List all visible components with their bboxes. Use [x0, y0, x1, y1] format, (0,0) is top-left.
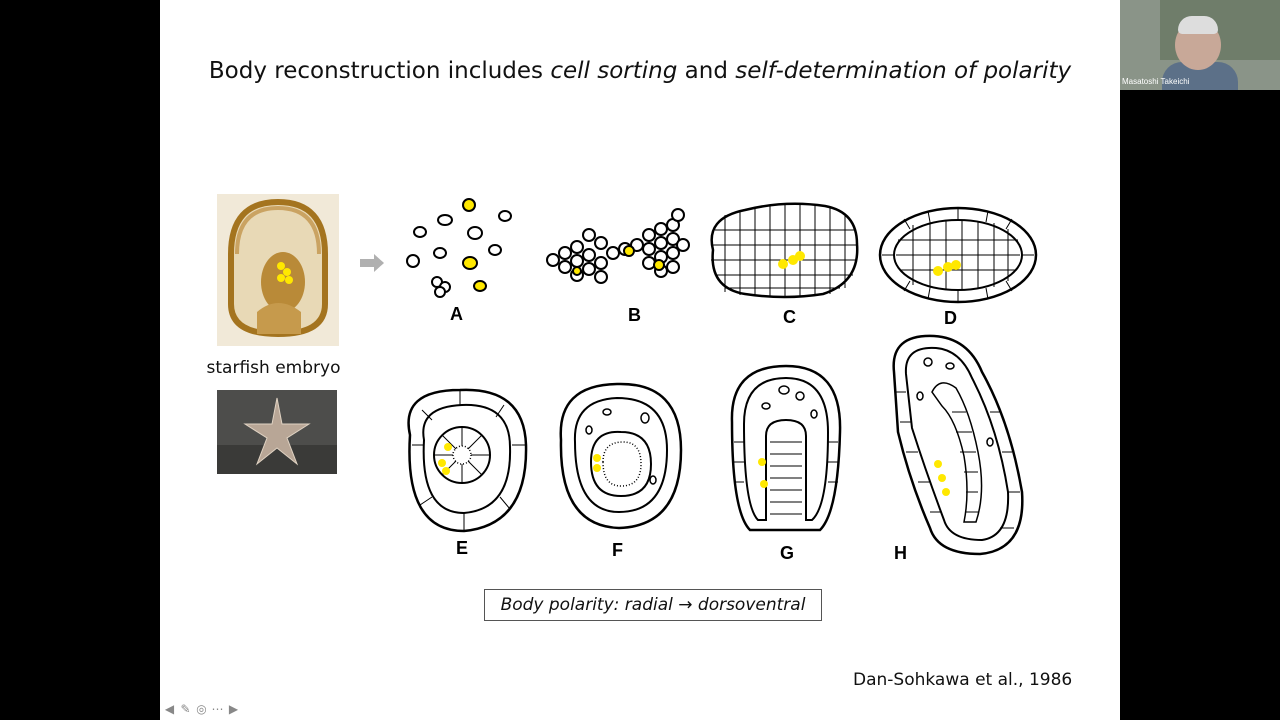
stage-g-drawing: [726, 362, 844, 534]
stage-h-drawing: [890, 332, 1025, 557]
starfish-photo: [217, 390, 337, 474]
stage-a-drawing: [405, 195, 515, 305]
participant-hair: [1178, 16, 1218, 34]
stage-f-drawing: [555, 380, 685, 530]
next-icon[interactable]: ▶: [228, 702, 239, 716]
stage-label-b: B: [628, 305, 641, 325]
stage-c-drawing: [705, 200, 860, 300]
more-icon[interactable]: ⋯: [211, 702, 224, 716]
stage-label-c: C: [783, 307, 796, 327]
stage-label-h: H: [894, 543, 907, 563]
right-arrow-icon: [358, 250, 386, 276]
stage-d-drawing: [878, 205, 1038, 305]
stage-label-e: E: [456, 538, 469, 558]
stage-b-drawing: [543, 205, 693, 295]
stage-e-drawing: [400, 385, 528, 533]
polarity-box: Body polarity: radial → dorsoventral: [484, 589, 822, 621]
stage-label-f: F: [612, 540, 623, 560]
embryo-caption: starfish embryo: [206, 358, 341, 378]
participant-name: Masatoshi Takeichi: [1122, 77, 1190, 86]
pen-icon[interactable]: ✎: [180, 702, 191, 716]
prev-icon[interactable]: ◀: [164, 702, 175, 716]
embryo-photo: [217, 194, 339, 346]
stage-label-d: D: [944, 308, 957, 328]
slide-title: Body reconstruction includes cell sortin…: [208, 58, 1072, 84]
citation: Dan-Sohkawa et al., 1986: [853, 670, 1073, 690]
stage-label-g: G: [780, 543, 795, 563]
participant-video[interactable]: Masatoshi Takeichi: [1120, 0, 1280, 90]
zoom-icon[interactable]: ◎: [196, 702, 207, 716]
slideshow-nav: ◀ ✎ ◎ ⋯ ▶: [163, 703, 240, 716]
slide: Body reconstruction includes cell sortin…: [160, 0, 1120, 720]
stage-label-a: A: [450, 304, 463, 324]
